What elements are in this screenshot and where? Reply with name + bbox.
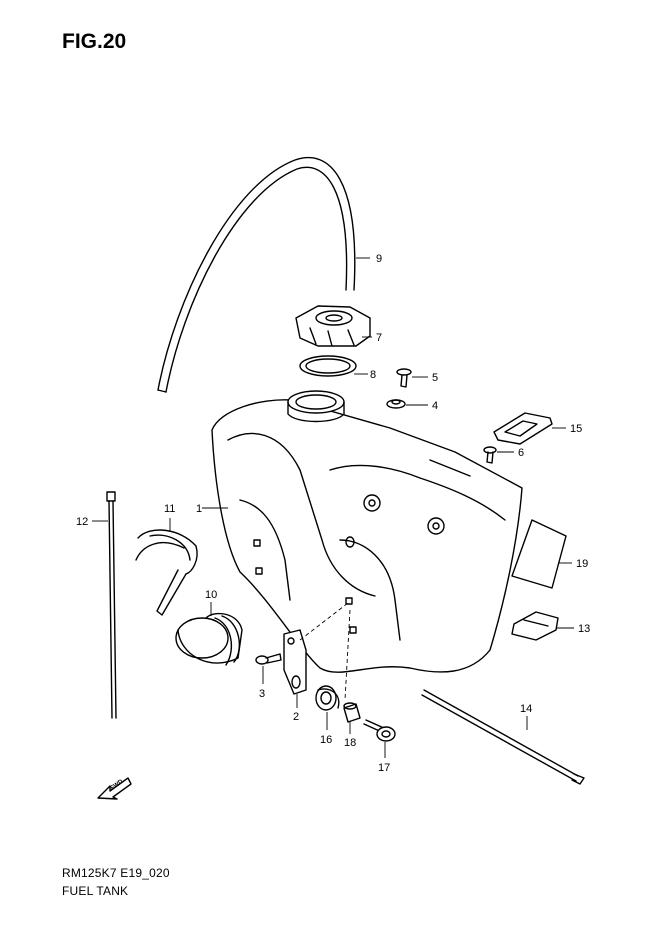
figure-title: FIG.20 — [62, 30, 127, 53]
fuel-cap — [295, 305, 371, 347]
cap-gasket — [299, 355, 357, 377]
callout-15: 15 — [570, 423, 582, 435]
callout-17: 17 — [378, 762, 390, 774]
callout-1: 1 — [196, 503, 202, 515]
callout-18: 18 — [344, 737, 356, 749]
callout-8: 8 — [370, 369, 376, 381]
callout-13: 13 — [578, 623, 590, 635]
callout-2: 2 — [293, 711, 299, 723]
assembly-dashed-lines — [299, 602, 351, 701]
hose-clip-11 — [135, 529, 198, 616]
band-14 — [421, 689, 585, 785]
cable-tie-12 — [106, 491, 117, 719]
fuel-tank — [211, 390, 523, 673]
callout-11: 11 — [164, 503, 175, 515]
bracket-2 — [283, 629, 307, 695]
cushion-19 — [511, 519, 567, 589]
callout-3: 3 — [259, 688, 265, 700]
bolt-3 — [255, 653, 282, 665]
cushion-13 — [511, 611, 559, 641]
model-code-caption: RM125K7 E19_020 — [62, 866, 170, 880]
bolt-17 — [363, 719, 396, 742]
grommet-4 — [386, 399, 406, 409]
callout-14: 14 — [520, 703, 532, 715]
callout-19: 19 — [576, 558, 588, 570]
callout-16: 16 — [320, 734, 332, 746]
callout-10: 10 — [205, 589, 217, 601]
fwd-arrow-icon: FWD — [97, 777, 132, 800]
leader-lines — [92, 257, 574, 758]
screw-5 — [396, 368, 412, 388]
callout-5: 5 — [432, 372, 438, 384]
callout-7: 7 — [376, 332, 382, 344]
screw-6 — [483, 446, 497, 464]
callout-6: 6 — [518, 447, 524, 459]
tank-strap — [493, 412, 553, 445]
callout-12: 12 — [76, 516, 88, 528]
part-name-caption: FUEL TANK — [62, 884, 129, 898]
grommet-16 — [315, 685, 340, 711]
callout-9: 9 — [376, 253, 382, 265]
rubber-sleeve-10 — [175, 612, 243, 666]
breather-hose — [157, 156, 356, 393]
callout-4: 4 — [432, 400, 438, 412]
collar-18 — [343, 702, 361, 723]
